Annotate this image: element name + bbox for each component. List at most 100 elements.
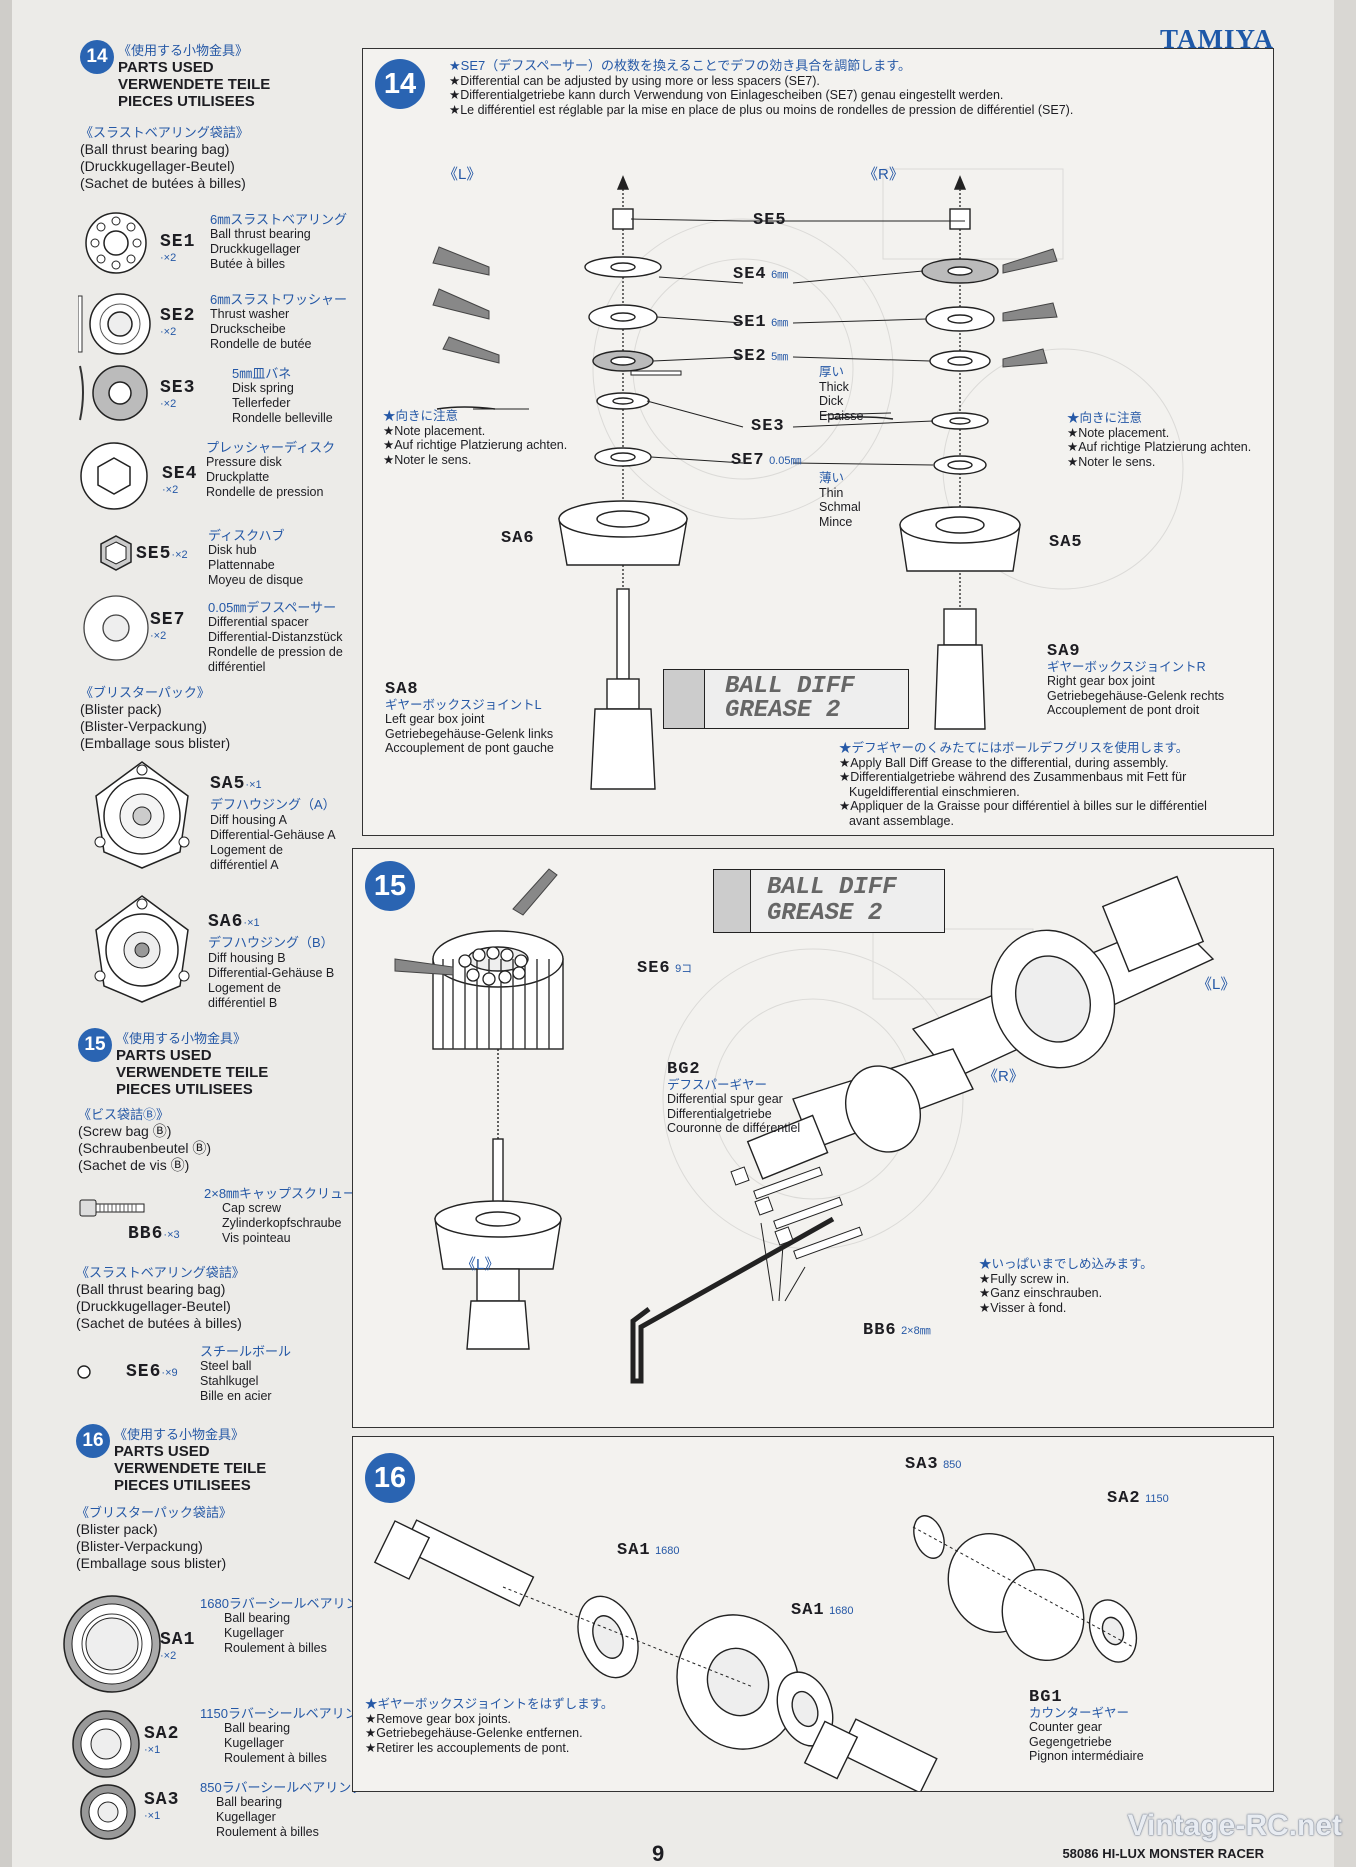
bg2-jp: デフスパーギヤー [667,1077,768,1092]
part-name-fr2-se7: différentiel [208,660,266,674]
remove-note-jp: ★ギヤーボックスジョイントをはずします。 [365,1697,614,1711]
part-name-de-se4: Druckplatte [206,470,270,484]
placement-note-left: ★向きに注意 ★Note placement. ★Auf richtige Pl… [383,409,567,467]
placement-left-en: ★Note placement. [383,423,486,438]
steel-ball-icon [77,1365,91,1379]
sa9-jp: ギヤーボックスジョイントR [1047,659,1206,674]
callout-se6: SE6 [637,959,671,978]
part-code-se6: SE6 [126,1362,162,1382]
thin-jp: 薄い [819,471,845,485]
step15-parts-jp-title: 《使用する小物金具》 [116,1031,247,1046]
part-name-de-sa3: Kugellager [216,1810,276,1824]
remove-note: ★ギヤーボックスジョイントをはずします。 ★Remove gear box jo… [365,1697,613,1755]
part-name-en-se6: Steel ball [200,1359,252,1373]
step16-parts-head-fr: PIECES UTILISEES [114,1477,251,1494]
part-code-sa6: SA6 [208,912,244,932]
step16-parts-head-de: VERWENDETE TEILE [114,1460,267,1477]
ball-bag-fr: (Sachet de butées à billes) [76,1315,242,1331]
grease-note-en: ★Apply Ball Diff Grease to the different… [839,755,1169,770]
bg1-label: BG1 カウンターギヤー Counter gear Gegengetriebe … [1029,1688,1144,1764]
step14-parts-head-de: VERWENDETE TEILE [118,76,271,93]
part-name-de-sa6: Differential-Gehäuse B [208,966,335,980]
step14-left-label: 《L》 [443,166,482,183]
grease-label-line2: GREASE 2 [725,697,841,724]
part-code-sa5: SA5 [210,774,246,794]
callout-sa5: SA5 [1049,533,1083,552]
part-jp-sa3: 850ラバーシールベアリング [200,1780,365,1795]
callout-sa6: SA6 [501,529,535,548]
step16-panel: 16 SA3 850 SA2 1150 SA1 1680 SA1 1680 ★ギ… [352,1436,1274,1792]
part-se1 [78,210,156,281]
thick-note: 厚い Thick Dick Epaisse [819,365,863,423]
bg1-code: BG1 [1029,1688,1063,1707]
thin-fr: Mince [819,514,853,529]
part-qty-sa1: ·×2 [160,1650,177,1662]
part-name-de-sa2: Kugellager [224,1736,284,1750]
step15-number-badge: 15 [365,861,415,911]
part-name-de-bb6: Zylinderkopfschraube [222,1216,342,1230]
callout-se3: SE3 [751,417,785,436]
thrust-washer-icon [77,293,151,355]
watermark: Vintage-RC.net [1127,1809,1342,1842]
part-qty-se5: ·×2 [171,549,188,561]
grease-note-jp: ★デフギヤーのくみたてにはボールデフグリスを使用します。 [839,741,1189,755]
part-code-se1: SE1 [160,232,196,252]
step14-intro-en: ★Differential can be adjusted by using m… [449,73,820,88]
callout-se7-size: 0.05㎜ [769,455,802,467]
callout-se1-size: 6㎜ [771,317,789,329]
part-jp-se6: スチールボール [200,1344,292,1359]
sidebar-step15: 15 《使用する小物金具》 PARTS USED VERWENDETE TEIL… [78,1028,358,1174]
part-name-fr-bb6: Vis pointeau [222,1231,291,1245]
thick-fr: Epaisse [819,408,864,423]
callout-sa1-upper: SA1 [617,1541,651,1560]
step14-intro-de: ★Differentialgetriebe kann durch Verwend… [449,88,1004,102]
grease-note: ★デフギヤーのくみたてにはボールデフグリスを使用します。 ★Apply Ball… [839,741,1259,828]
remove-note-de: ★Getriebegehäuse-Gelenke entfernen. [365,1726,583,1740]
bg2-de: Differentialgetriebe [667,1106,772,1121]
ball-bearing-medium-icon [72,1710,140,1778]
step14-intro-jp: ★SE7（デフスペーサー）の枚数を換えることでデフの効き具合を調節します。 [449,58,911,73]
bg2-en: Differential spur gear [667,1092,783,1106]
part-name-de-se7: Differential-Distanzstück [208,630,343,644]
part-name-de-se6: Stahlkugel [200,1374,259,1388]
part-se5 [96,534,136,579]
callout-se5: SE5 [753,211,787,230]
step15-parts-head-en: PARTS USED [116,1047,212,1064]
callout-se1: SE1 [733,313,767,332]
part-code-sa3: SA3 [144,1790,180,1810]
part-qty-sa2: ·×1 [144,1744,161,1756]
blister-bag-jp: 《ブリスターパック袋詰》 [76,1505,232,1520]
part-name-de-sa1: Kugellager [224,1626,284,1640]
part-name-fr-sa1: Roulement à billes [224,1641,327,1655]
sa9-de: Getriebegehäuse-Gelenk rechts [1047,688,1225,703]
bag-title-de: (Druckkugellager-Beutel) [80,158,235,174]
sa8-de: Getriebegehäuse-Gelenk links [385,726,554,741]
diff-housing-b-icon [94,895,190,1003]
grease-tube-14: BALL DIFF GREASE 2 [663,669,909,729]
callout-sa3: SA3 [905,1455,939,1474]
sa8-en: Left gear box joint [385,712,485,726]
part-qty-bb6: ·×3 [163,1229,180,1241]
part-qty-sa6: ·×1 [243,917,260,929]
step16-parts-jp-title: 《使用する小物金具》 [114,1427,245,1442]
part-code-se3: SE3 [160,378,196,398]
step15-panel: 15 BALL DIFF GREASE 2 SE6 9コ BG2 デフスパーギヤ… [352,848,1274,1428]
part-sa2 [70,1708,142,1785]
callout-bb6: BB6 [863,1321,897,1340]
thin-note: 薄い Thin Schmal Mince [819,471,861,529]
placement-left-fr: ★Noter le sens. [383,452,472,467]
placement-right-de: ★Auf richtige Platzierung achten. [1067,440,1252,454]
part-name-de-sa5: Differential-Gehäuse A [210,828,336,842]
part-name-fr2-sa5: différentiel A [210,858,279,872]
part-name-fr-se6: Bille en acier [200,1389,272,1403]
sa9-fr: Accouplement de pont droit [1047,703,1200,717]
placement-right-jp: ★向きに注意 [1067,411,1143,425]
part-jp-sa1: 1680ラバーシールベアリング [200,1596,372,1611]
grease-note-fr2: avant assemblage. [849,813,954,828]
callout-sa1-lower-num: 1680 [829,1605,854,1617]
grease-note-fr: ★Appliquer de la Graisse pour différenti… [839,799,1207,813]
part-name-en-sa2: Ball bearing [224,1721,291,1735]
callout-se7: SE7 [731,451,765,470]
part-bb6 [78,1196,148,1225]
callout-sa1-lower: SA1 [791,1601,825,1620]
